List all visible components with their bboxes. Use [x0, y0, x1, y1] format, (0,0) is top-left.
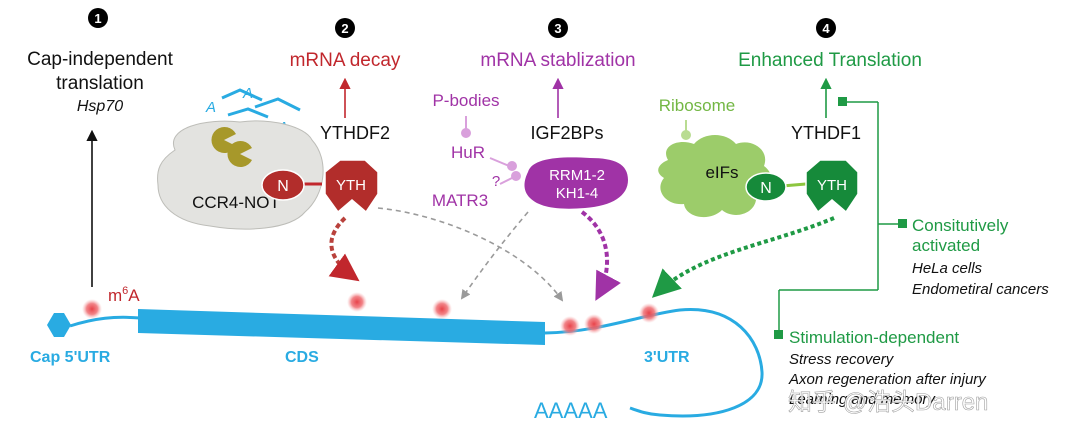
mech3-title: mRNA stablization: [480, 50, 635, 71]
ythdf1-n-domain: [745, 172, 787, 202]
watermark: 知乎 @浩头Darren: [788, 389, 988, 416]
stimulation-title: Stimulation-dependent: [789, 328, 959, 347]
igf2bps-binding-arrow: [580, 210, 621, 301]
m6a-label: m6A: [108, 285, 140, 305]
stimulation-example-2: Axon regeneration after injury: [788, 371, 987, 388]
ythdf1-yth-domain: [805, 159, 859, 214]
ythdf2-label: YTHDF2: [320, 123, 390, 143]
badge-3: 3: [548, 18, 568, 38]
stimulation-example-3: Learning and memory: [789, 391, 936, 408]
polya-letter-2: A: [242, 85, 253, 102]
pacman-icon: [211, 127, 252, 168]
badge-3-number: 3: [554, 21, 561, 36]
p-bodies-label: P-bodies: [432, 91, 499, 110]
constitutive-example-2: Endometiral cancers: [912, 281, 1049, 298]
mech4-title: Enhanced Translation: [738, 50, 922, 71]
ribosome-label: Ribosome: [659, 96, 736, 115]
m6a-sites: [82, 292, 659, 336]
igf2bps-domain-line2: KH1-4: [556, 185, 599, 202]
igf2bps-label: IGF2BPs: [530, 123, 603, 143]
utr3-line: [544, 308, 764, 418]
mech1-example: Hsp70: [77, 98, 123, 115]
degraded-polya-fragments: [221, 88, 301, 119]
ythdf2-yth-domain: [324, 159, 379, 214]
ythdf1-label: YTHDF1: [791, 123, 861, 143]
eifs-label: eIFs: [705, 163, 738, 182]
eifs-complex: [658, 135, 772, 218]
badge-2: 2: [335, 18, 355, 38]
cap-5utr-label: Cap 5'UTR: [30, 349, 111, 366]
ythdf1-n-label: N: [760, 180, 772, 197]
mech1-title-line1: Cap-independent: [27, 49, 174, 70]
ythdf2-binding-arrow: [328, 216, 360, 282]
polya-letter-1: A: [205, 99, 216, 116]
ccr4-not-label: CCR4-NOT: [192, 193, 280, 212]
mech1-title-line2: translation: [56, 73, 144, 94]
hur-label: HuR: [451, 143, 485, 162]
ythdf2-n-label: N: [277, 178, 289, 195]
ribosome-connector: [681, 120, 691, 140]
constitutive-example-1: HeLa cells: [912, 260, 983, 277]
cds-block: [138, 309, 545, 345]
igf2bps-protein: [524, 157, 628, 209]
badge-2-number: 2: [341, 21, 348, 36]
cds-label: CDS: [285, 349, 319, 366]
utr3-label: 3'UTR: [644, 349, 690, 366]
mech2-title: mRNA decay: [290, 50, 401, 71]
matr3-label: MATR3: [432, 191, 488, 210]
ythdf1-yth-label: YTH: [817, 177, 847, 194]
ythdf1-protein: N YTH: [745, 159, 859, 214]
regulation-bracket: [774, 97, 907, 339]
mrna-strand: [47, 308, 764, 418]
ccr4-not-complex: [157, 120, 324, 230]
gray-arrow-igf2bps-to-cds: [460, 211, 529, 300]
badge-1: 1: [88, 8, 108, 28]
ythdf2-yth-label: YTH: [336, 177, 366, 194]
partner-connectors: [461, 116, 521, 185]
stimulation-example-1: Stress recovery: [789, 351, 895, 368]
ythdf2-protein: N YTH: [261, 159, 379, 214]
ythdf2-n-domain: [261, 169, 305, 201]
unknown-partner-mark: ?: [492, 173, 500, 190]
igf2bps-domain-line1: RRM1-2: [549, 167, 605, 184]
constitutive-title-line1: Consitutively: [912, 216, 1009, 235]
utr5-line: [69, 315, 141, 328]
badge-4-number: 4: [822, 21, 830, 36]
ythdf1-binding-arrow: [651, 216, 835, 298]
constitutive-title-line2: activated: [912, 236, 980, 255]
badge-4: 4: [816, 18, 836, 38]
polya-tail-label: AAAAA: [534, 398, 608, 423]
cap-hexagon: [47, 313, 71, 337]
badge-1-number: 1: [94, 11, 101, 26]
